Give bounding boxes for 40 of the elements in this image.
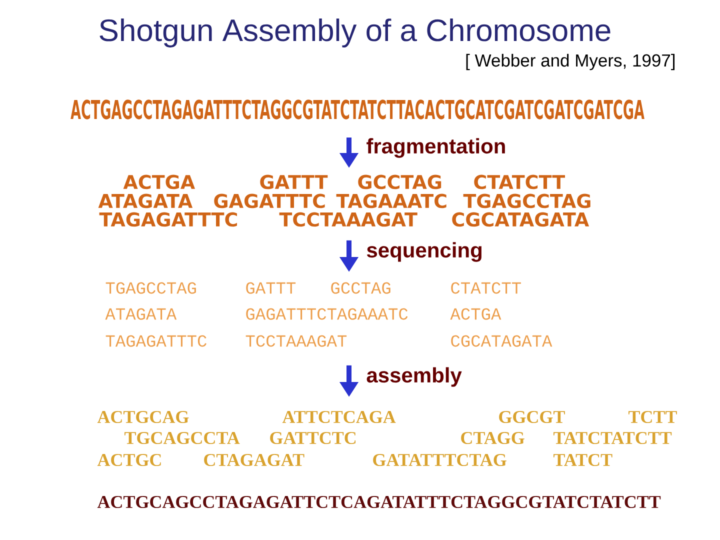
step-label: fragmentation xyxy=(366,138,505,158)
sequence-read: TGAGCCTAG xyxy=(106,282,196,294)
dna-fragment: ACTGA xyxy=(123,174,196,190)
dna-fragment: TCCTAAAGAT xyxy=(279,212,418,227)
dna-fragment: ATAGATA xyxy=(98,194,193,208)
aligned-read: ACTGC xyxy=(97,454,161,466)
aligned-read: GGCGT xyxy=(499,410,565,424)
aligned-read: ACTGCAG xyxy=(97,410,189,424)
sequence-read: GCCTAG xyxy=(331,282,390,294)
step-label: assembly xyxy=(366,367,462,387)
dna-fragment: GCCTAG xyxy=(358,174,442,190)
dna-fragment: GATTT xyxy=(260,174,328,190)
step-label: sequencing xyxy=(366,242,482,262)
assembled-sequence: ACTGCAGCCTAGAGATTCTCAGATATTTCTAGGCGTATCTATCTT xyxy=(97,496,661,508)
dna-fragment: TGAGCCTAG xyxy=(463,194,590,208)
aligned-read: GATATTTCTAG xyxy=(373,454,506,466)
aligned-read: TCTT xyxy=(628,410,677,424)
sequence-read: ACTGA xyxy=(450,308,502,320)
sequence-read: TCCTAAAGAT xyxy=(246,335,347,347)
citation: [ Webber and Myers, 1997] xyxy=(466,54,675,70)
aligned-read: TATCTATCTT xyxy=(553,432,672,444)
dna-fragment: TAGAAATC xyxy=(336,194,446,208)
dna-sequence: ACTGAGCCTAGAGATTTCTAGGCGTATCTATCTTACACTGCATCGATCGATCGATCGA xyxy=(70,100,644,120)
dna-fragment: CGCATAGATA xyxy=(452,212,590,227)
dna-fragment: CTATCTT xyxy=(474,174,565,190)
aligned-read: ATTCTCAGA xyxy=(282,410,396,424)
aligned-read: CTAGAGAT xyxy=(204,454,304,466)
dna-fragment: GAGATTTC xyxy=(214,194,325,208)
title: Shotgun Assembly of a Chromosome xyxy=(100,18,610,48)
aligned-read: TATCT xyxy=(553,454,612,466)
sequence-read: GAGATTTCTAGAAATC xyxy=(246,308,408,320)
sequence-read: TAGAGATTTC xyxy=(106,335,206,347)
dna-fragment: TAGAGATTTC xyxy=(99,212,237,227)
aligned-read: GATTCTC xyxy=(270,432,356,444)
sequence-read: ATAGATA xyxy=(105,308,177,320)
aligned-read: CTAGG xyxy=(461,432,524,444)
sequence-read: CGCATAGATA xyxy=(451,335,552,347)
sequence-read: CTATCTT xyxy=(451,282,521,294)
sequence-read: GATTT xyxy=(246,282,296,294)
aligned-read: TGCAGCCTA xyxy=(124,432,240,444)
